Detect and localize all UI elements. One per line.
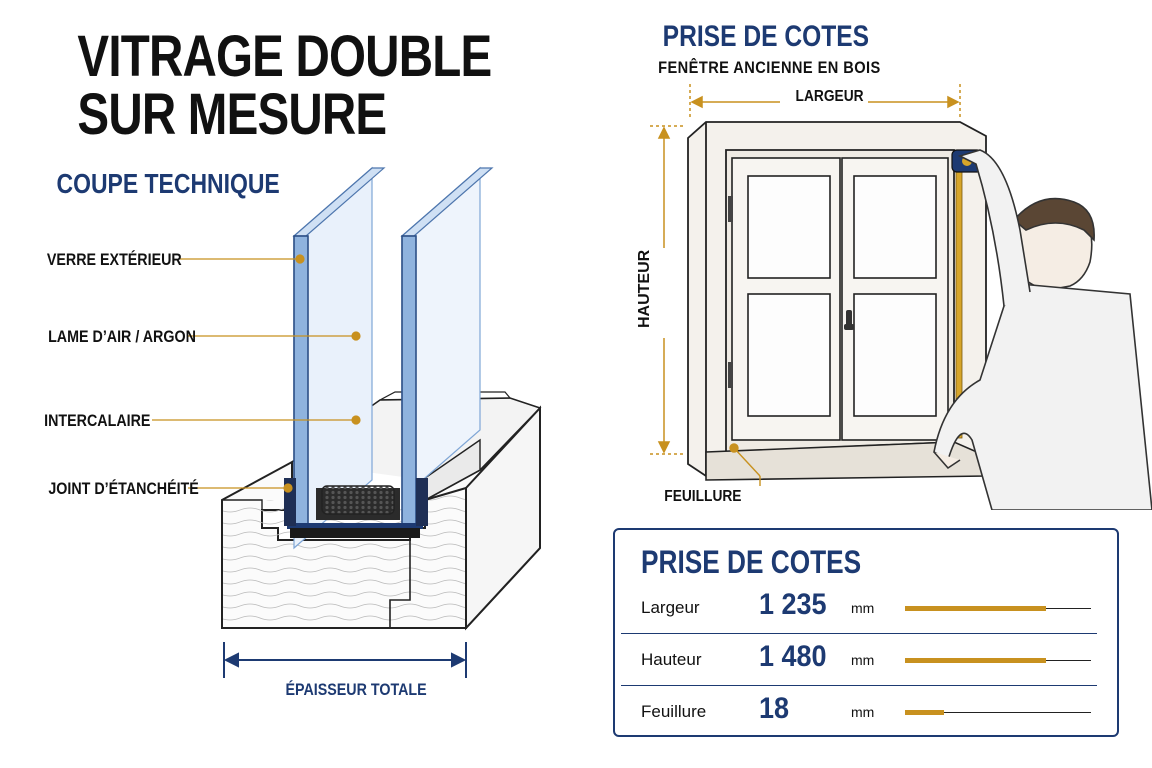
window-sash-right	[841, 157, 949, 441]
row-bar-fill	[905, 710, 945, 715]
window-handle-icon	[844, 310, 854, 330]
row-unit: mm	[851, 652, 875, 668]
row-divider	[621, 632, 1097, 634]
measure-row-height: Hauteur 1 480 mm	[615, 634, 1117, 686]
edge-seal	[284, 478, 428, 538]
label-height: HAUTEUR	[636, 249, 653, 328]
measurement-panel: PRISE DE COTES Largeur 1 235 mm Hauteur …	[613, 528, 1119, 737]
row-bar-fill	[905, 658, 1047, 663]
row-name: Largeur	[641, 598, 700, 617]
spacer-bar	[316, 485, 400, 520]
label-air-gap: LAME D’AIR / ARGON	[48, 327, 196, 346]
thickness-dimension	[223, 642, 467, 678]
row-unit: mm	[851, 600, 875, 616]
main-title-line1: VITRAGE DOUBLE	[77, 24, 492, 89]
label-rebate: FEUILLURE	[664, 488, 742, 505]
main-title: VITRAGE DOUBLE SUR MESURE	[77, 24, 492, 147]
row-bar-track	[905, 606, 1091, 611]
row-unit: mm	[851, 704, 875, 720]
glazing-cross-section	[152, 166, 542, 678]
label-spacer: INTERCALAIRE	[44, 411, 151, 430]
rebate-leader	[729, 443, 761, 486]
row-bar-fill	[905, 606, 1047, 611]
row-name: Hauteur	[641, 650, 702, 669]
height-dimension	[650, 125, 686, 455]
measure-row-rebate: Feuillure 18 mm	[615, 686, 1117, 738]
window-measure-illustration	[650, 84, 1152, 510]
row-value: 1 235	[759, 588, 827, 621]
measure-row-width: Largeur 1 235 mm	[615, 582, 1117, 634]
label-seal: JOINT D’ÉTANCHÉITÉ	[48, 479, 199, 498]
width-dimension	[689, 84, 961, 120]
row-bar-track	[905, 658, 1091, 663]
window-sash-left	[731, 157, 841, 441]
panel-title: PRISE DE COTES	[641, 544, 862, 580]
row-value: 18	[759, 692, 790, 725]
row-name: Feuillure	[641, 702, 707, 721]
label-total-thickness: ÉPAISSEUR TOTALE	[285, 680, 427, 699]
measure-subtitle: FENÊTRE ANCIENNE EN BOIS	[658, 58, 881, 77]
inner-glass-pane	[400, 166, 494, 537]
label-outer-glass: VERRE EXTÉRIEUR	[46, 250, 182, 269]
person-measuring-illustration	[933, 149, 1152, 510]
measure-title: PRISE DE COTES	[662, 20, 870, 53]
row-value: 1 480	[759, 640, 827, 673]
row-bar-track	[905, 710, 1091, 715]
row-divider	[621, 684, 1097, 686]
hinge-icon	[728, 196, 733, 388]
main-title-line2: SUR MESURE	[77, 82, 387, 147]
label-width: LARGEUR	[795, 88, 864, 105]
section-subtitle: COUPE TECHNIQUE	[56, 168, 280, 199]
